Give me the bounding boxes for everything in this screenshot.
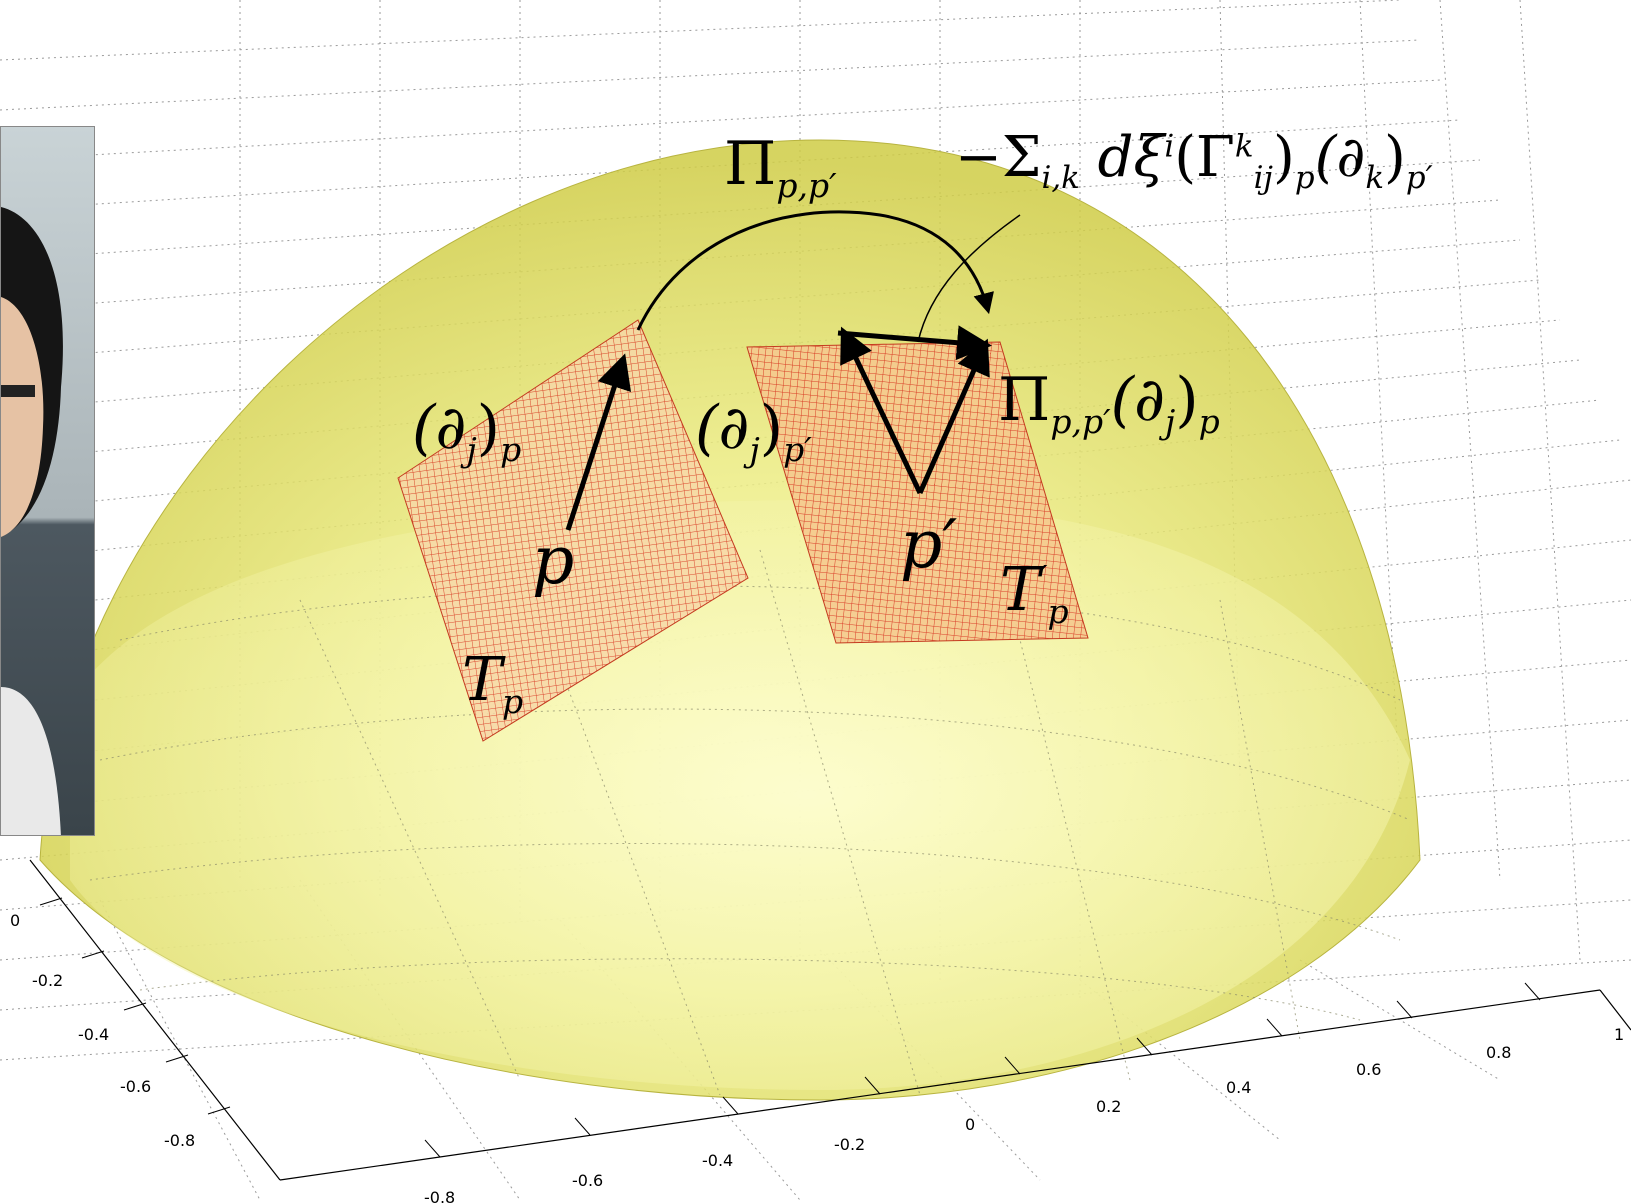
correction-mid: ) [1272,125,1295,190]
vector-dj-pprime [840,326,923,495]
tangent-plane-p [397,319,749,742]
correction-dk-sub: k [1365,160,1385,197]
vector-transported [917,338,990,495]
tick-left-0: 0 [10,911,20,930]
correction-sum: −Σ [955,125,1042,190]
correction-sum-sub: i,k [1041,160,1080,197]
label-transported-base: Π [998,365,1051,435]
label-point-pprime: p′ [900,506,958,583]
correction-close: ) [1384,125,1406,190]
label-transport-top-sub: p,p′ [776,166,837,205]
label-correction-term: −Σi,k dξi(Γkij)p(∂k)p′ [955,128,1433,194]
label-dj-pprime: (∂j)p′ [695,398,812,466]
axis-ticks-front [424,982,1541,1158]
tick-front-4: 0 [965,1115,975,1134]
person-photo [0,126,95,836]
tick-left-1: -0.2 [32,971,63,990]
label-transported-vector: Πp,p′(∂j)p [998,370,1220,438]
label-dj-p-close: ) [476,393,501,463]
tick-front-3: -0.2 [834,1135,865,1154]
label-tangent-pprime: T′p [1000,558,1069,628]
label-dj-pprime-sub1: j [749,430,760,469]
label-tangent-pprime-sup: ′ [1040,558,1048,597]
correction-close-sub: p′ [1405,160,1433,197]
label-dj-pprime-close: ) [759,393,784,463]
tick-front-5: 0.2 [1096,1097,1121,1116]
tick-front-2: -0.4 [702,1151,733,1170]
axis-ticks-left [39,897,231,1115]
label-dj-pprime-base: (∂ [695,393,750,463]
correction-dxi-sup: i [1164,128,1175,165]
correction-dxi: dξ [1097,125,1165,190]
correction-gamma-sub: ij [1253,160,1273,197]
vector-dj-p [565,353,632,531]
axis-tick-labels: 0 -0.2 -0.4 -0.6 -0.8 -0.8 -0.6 -0.4 -0.… [10,911,1624,1204]
label-transported-close: ) [1175,365,1199,435]
label-dj-pprime-sub2: p′ [783,430,812,469]
label-transported-sub2: p [1198,402,1220,441]
correction-gamma: (Γ [1174,125,1235,190]
label-transported-sub: p,p′ [1050,402,1111,441]
label-transport-top-base: Π [724,129,777,199]
label-tangent-p: Tp [462,650,523,718]
vector-difference [837,325,992,361]
label-dj-p: (∂j)p [412,398,521,466]
tick-front-9: 1 [1614,1025,1624,1044]
label-tangent-p-sub: p [502,682,524,721]
dome-inner-face [70,500,1410,1090]
axes [29,859,1631,1181]
label-dj-p-sub2: p [500,430,522,469]
label-tangent-p-base: T [462,645,503,715]
tick-front-7: 0.6 [1356,1060,1381,1079]
label-tangent-pprime-sub: p [1047,592,1069,631]
tick-left-3: -0.6 [120,1077,151,1096]
person-photo-icon [1,127,94,835]
correction-gamma-sup: k [1234,128,1254,165]
tick-left-4: -0.8 [164,1131,195,1150]
dome-grid [89,549,1411,1096]
correction-dk: (∂ [1314,125,1366,190]
label-transported-sub1: j [1165,402,1176,441]
tick-front-6: 0.4 [1226,1078,1251,1097]
correction-mid-sub: p [1294,160,1315,197]
label-dj-p-base: (∂ [412,393,467,463]
label-point-p: p [532,522,575,599]
label-transported-rest: (∂ [1110,365,1165,435]
tick-front-0: -0.8 [424,1188,455,1204]
tick-left-2: -0.4 [78,1025,109,1044]
correction-leader-line [917,214,1021,343]
label-tangent-pprime-base: T [1000,555,1041,625]
tick-front-8: 0.8 [1486,1043,1511,1062]
label-dj-p-sub1: j [466,430,477,469]
label-transport-top: Πp,p′ [724,134,837,202]
tick-front-1: -0.6 [572,1171,603,1190]
